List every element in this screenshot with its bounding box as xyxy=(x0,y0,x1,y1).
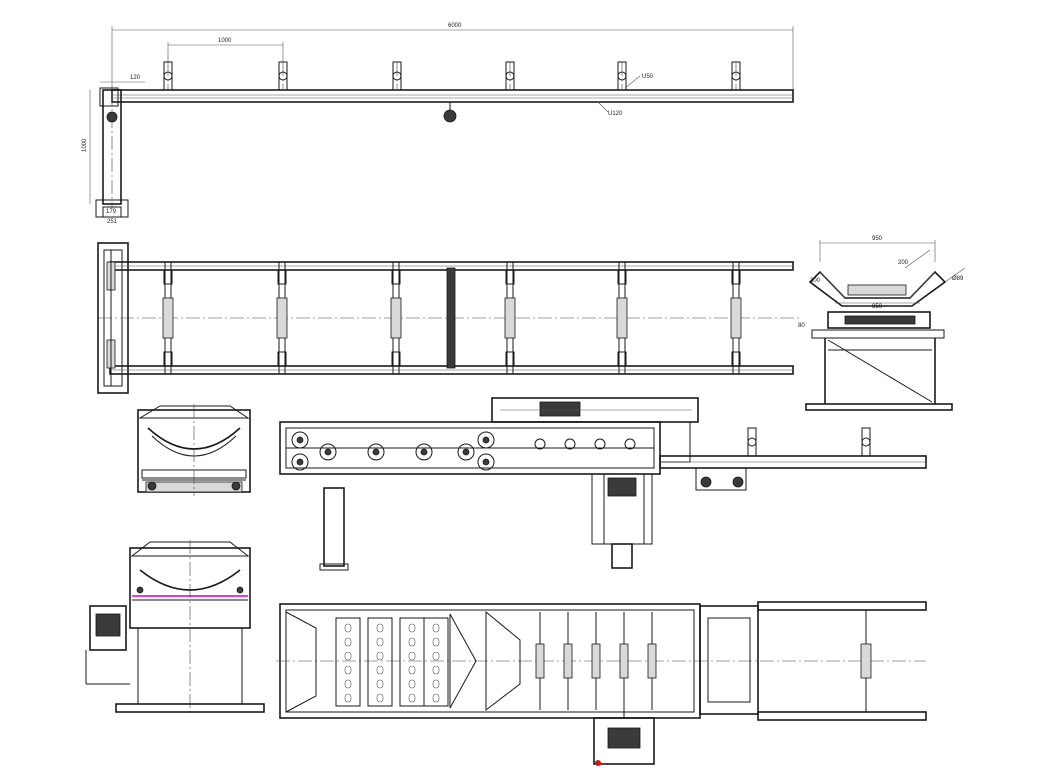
side-idler-bracket xyxy=(505,61,515,91)
plan-idler-set xyxy=(162,262,742,374)
plan-idler xyxy=(730,262,742,374)
pulley xyxy=(477,431,495,449)
slotted-plate xyxy=(367,617,393,707)
drive-pulley-set xyxy=(291,431,636,471)
pulley xyxy=(319,443,337,461)
end-offset-dim: 120 xyxy=(130,75,141,81)
drive-plan-view xyxy=(276,601,927,766)
roller-dia-dim: Ø89 xyxy=(952,276,964,282)
idler-section-view: 950 200 Ø89 300 850 80 xyxy=(798,236,966,411)
drive-elevation-view xyxy=(279,397,927,571)
origin-marker xyxy=(595,760,601,766)
leg-height-dim: 1000 xyxy=(82,138,88,152)
drive-plan-idler xyxy=(619,612,629,710)
pulley xyxy=(291,453,309,471)
pulley xyxy=(477,453,495,471)
side-idler-set xyxy=(163,61,741,91)
idler-width-dim: 950 xyxy=(872,236,883,242)
roller-length-dim: 200 xyxy=(898,260,909,266)
drive-plan-idler xyxy=(535,612,545,710)
extension-idler-set xyxy=(747,427,871,457)
overall-length-dim: 6000 xyxy=(448,23,462,29)
side-idler-bracket xyxy=(163,61,173,91)
drive-end-section-view xyxy=(85,540,265,714)
side-elevation-view: 6000 1000 120 179 251 1000 U50 U1 xyxy=(82,23,794,225)
drive-plan-idler xyxy=(591,612,601,710)
side-idler-bracket xyxy=(731,61,741,91)
side-idler-bracket xyxy=(278,61,288,91)
slotted-plate xyxy=(423,617,449,707)
carry-roller xyxy=(624,438,636,450)
pulley xyxy=(367,443,385,461)
channel-small-callout: U50 xyxy=(642,74,654,80)
plan-idler xyxy=(162,262,174,374)
plan-view xyxy=(97,242,800,394)
drive-plan-idler xyxy=(563,612,573,710)
slotted-plate xyxy=(399,617,425,707)
side-idler-bracket xyxy=(392,61,402,91)
channel-main-callout: U120 xyxy=(608,111,623,117)
idler-spacing-dim: 1000 xyxy=(218,38,232,44)
head-section-view xyxy=(137,404,251,496)
ext-idler-bracket xyxy=(747,427,757,457)
impact-idler xyxy=(446,267,456,369)
plan-idler xyxy=(390,262,402,374)
leg-base-inner-dim: 179 xyxy=(106,209,117,215)
height-offset-dim: 80 xyxy=(798,323,805,329)
leg-base-outer-dim: 251 xyxy=(107,219,118,225)
drive-plan-idler xyxy=(647,612,657,710)
carry-roller xyxy=(534,438,546,450)
plan-idler xyxy=(616,262,628,374)
frame-width-dim: 850 xyxy=(872,304,883,310)
pulley xyxy=(415,443,433,461)
carry-roller xyxy=(564,438,576,450)
trough-height-dim: 300 xyxy=(810,278,821,284)
slotted-plate-set xyxy=(335,617,449,707)
pulley xyxy=(291,431,309,449)
plan-idler xyxy=(276,262,288,374)
ext-idler-bracket xyxy=(861,427,871,457)
slotted-plate xyxy=(335,617,361,707)
plan-idler xyxy=(504,262,516,374)
carry-roller xyxy=(594,438,606,450)
tail-roller-stack xyxy=(106,250,116,386)
pulley xyxy=(457,443,475,461)
side-idler-bracket xyxy=(617,61,627,91)
drive-plan-idler-set xyxy=(535,612,657,710)
